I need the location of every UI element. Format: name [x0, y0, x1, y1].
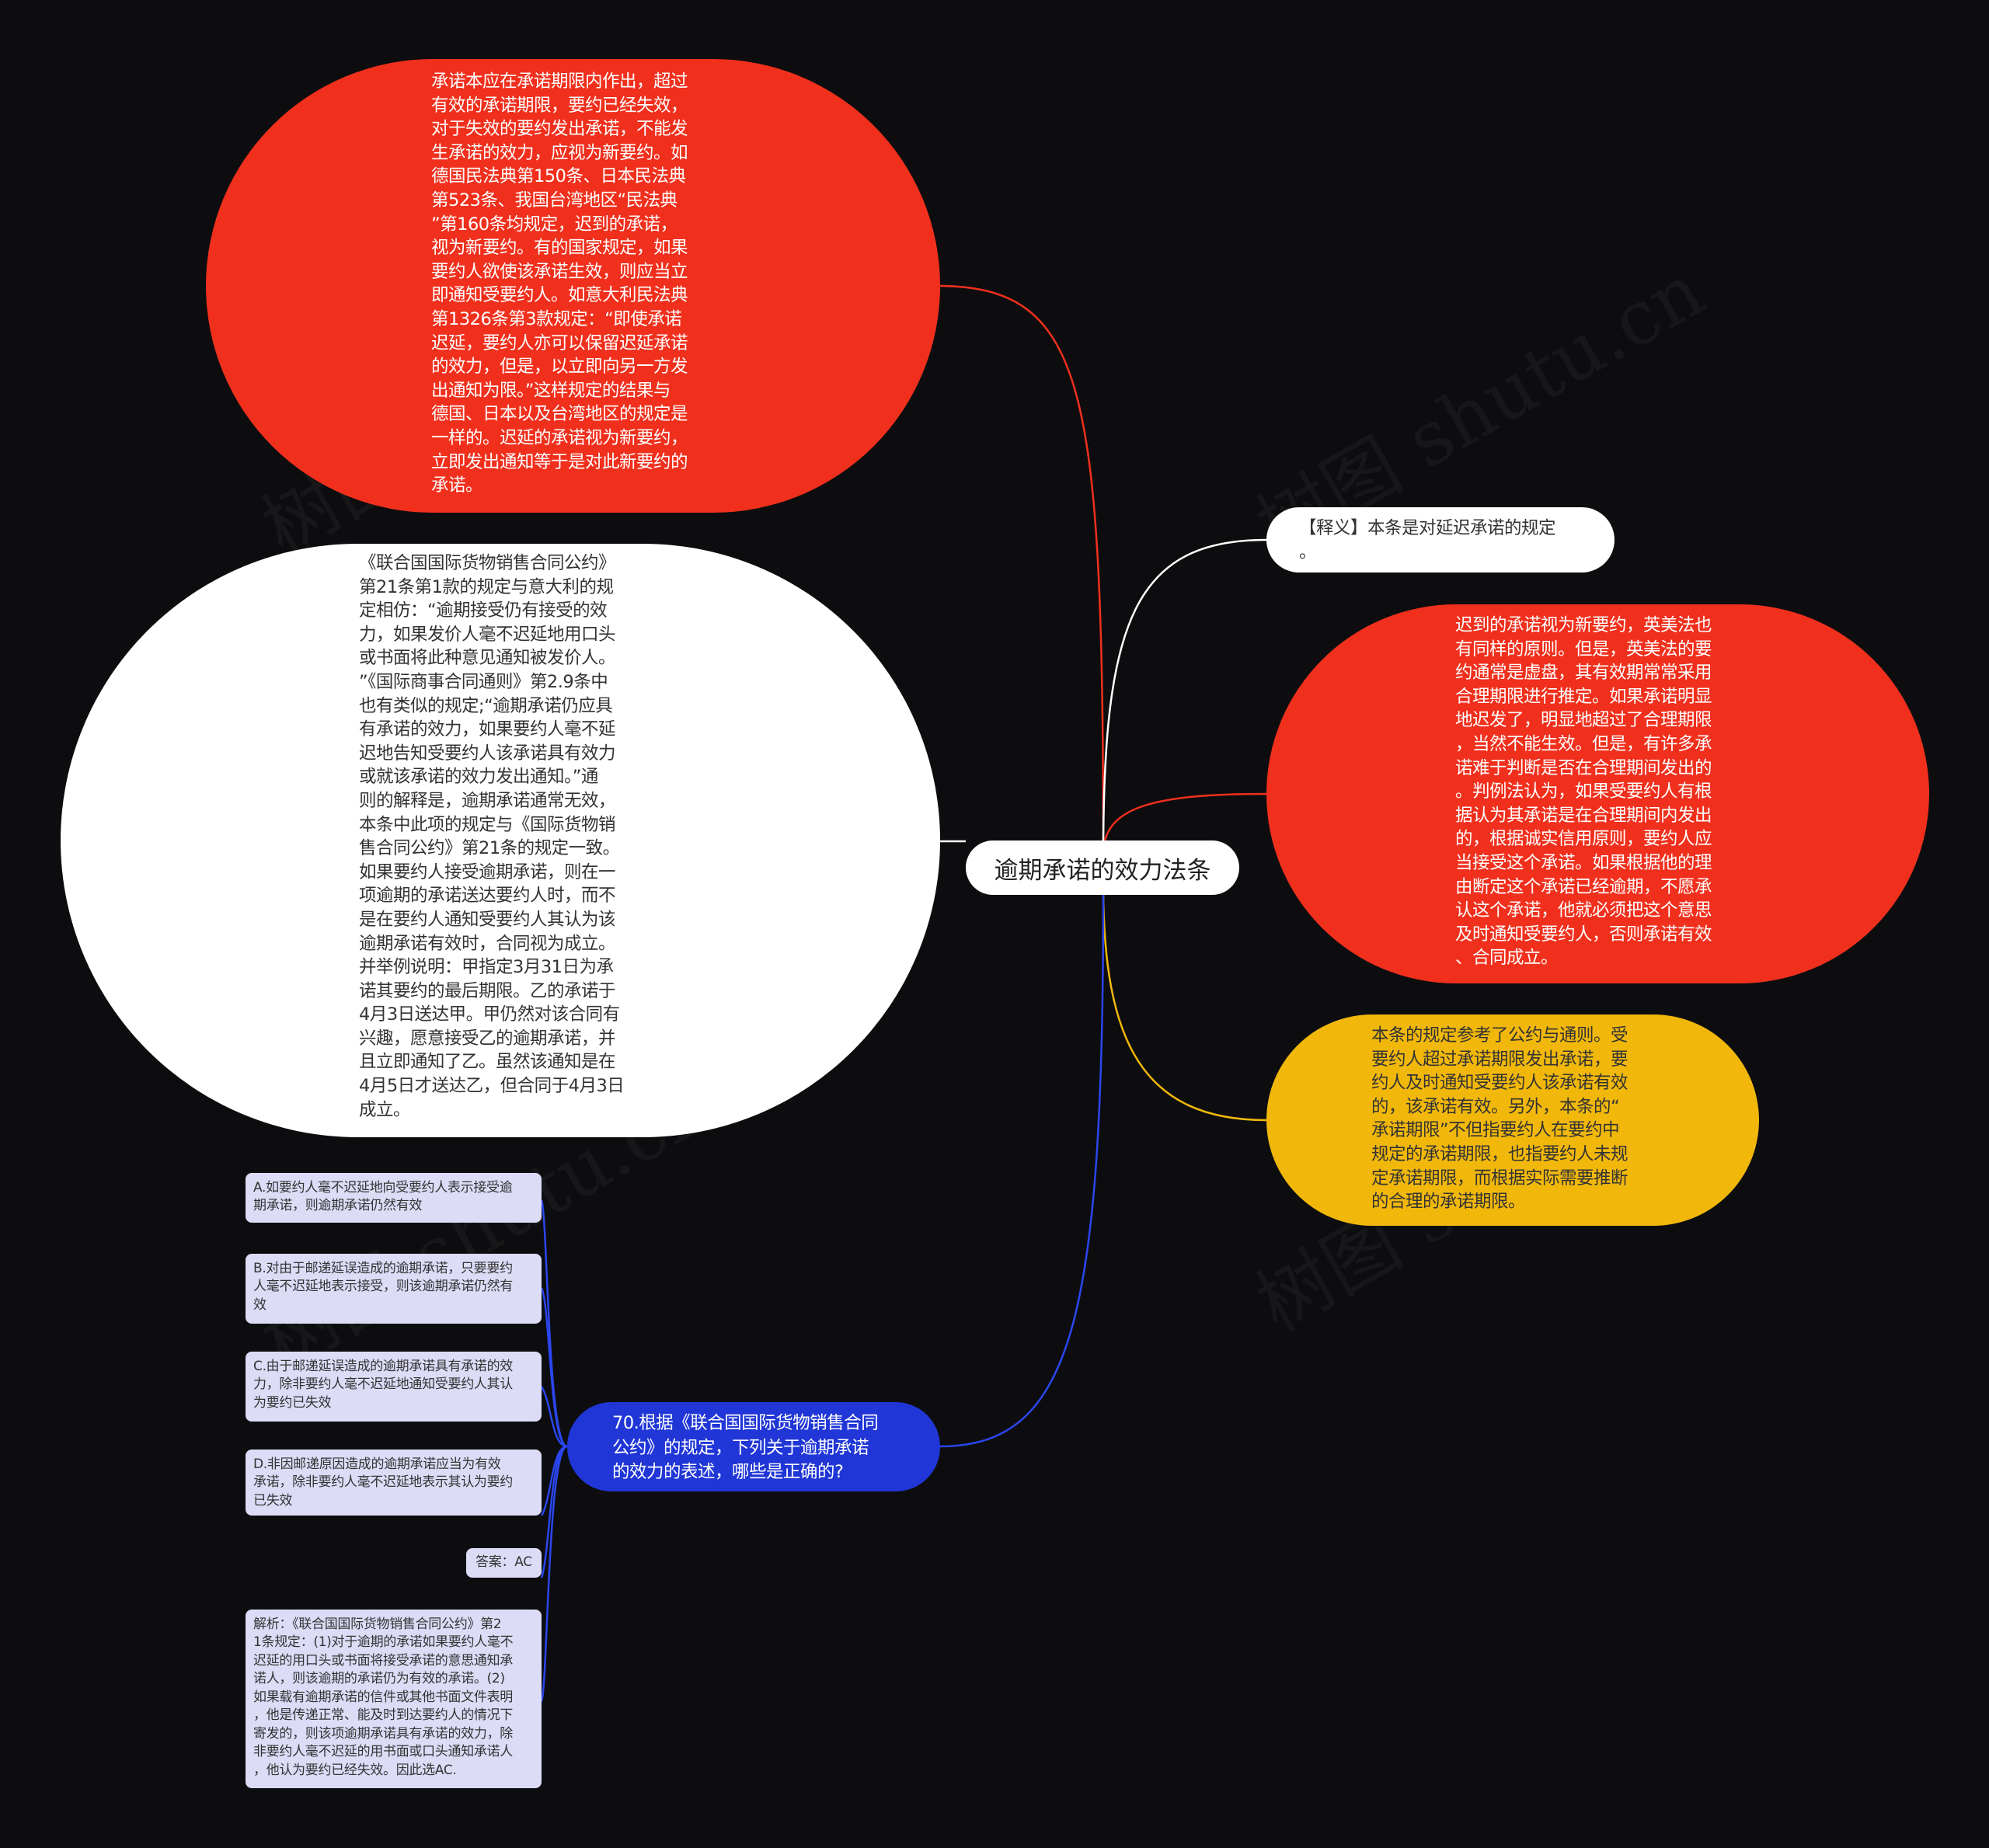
link-center-red-right — [1102, 792, 1267, 855]
red-right-node[interactable]: 迟到的承诺视为新要约，英美法也 有同样的原则。但是，英美法的要 约通常是虚盘，其… — [1266, 604, 1929, 983]
link-center-question — [939, 893, 1105, 1448]
link-center-yellow-right — [1102, 885, 1267, 1122]
white-right-text: 【释义】本条是对延迟承诺的规定 。 — [1299, 518, 1556, 562]
center-node[interactable]: 逾期承诺的效力法条 — [966, 840, 1239, 895]
link-center-red-top — [939, 284, 1105, 868]
white-left-text: 《联合国国际货物销售合同公约》 第21条第1款的规定与意大利的规 定相仿：“逾期… — [359, 553, 625, 1120]
option-b[interactable]: B.对由于邮递延误造成的逾期承诺，只要要约 人毫不迟延地表示接受，则该逾期承诺仍… — [246, 1254, 542, 1324]
option-a[interactable]: A.如要约人毫不迟延地向受要约人表示接受逾 期承诺，则逾期承诺仍然有效 — [246, 1173, 542, 1223]
white-right-node[interactable]: 【释义】本条是对延迟承诺的规定 。 — [1266, 507, 1615, 572]
question-node[interactable]: 70.根据《联合国国际货物销售合同 公约》的规定，下列关于逾期承诺 的效力的表述… — [567, 1402, 940, 1491]
white-left-node[interactable]: 《联合国国际货物销售合同公约》 第21条第1款的规定与意大利的规 定相仿：“逾期… — [61, 544, 940, 1137]
red-top-node[interactable]: 承诺本应在承诺期限内作出，超过 有效的承诺期限，要约已经失效， 对于失效的要约发… — [206, 59, 940, 513]
red-top-text: 承诺本应在承诺期限内作出，超过 有效的承诺期限，要约已经失效， 对于失效的要约发… — [431, 71, 688, 496]
option-c[interactable]: C.由于邮递延误造成的逾期承诺具有承诺的效 力，除非要约人毫不迟延地通知受要约人… — [246, 1352, 542, 1422]
explanation[interactable]: 解析：《联合国国际货物销售合同公约》第2 1条规定：(1)对于逾期的承诺如果要约… — [246, 1610, 542, 1788]
link-question-explanation — [540, 1445, 568, 1702]
link-question-option-c — [540, 1386, 568, 1448]
answer-badge[interactable]: 答案：AC — [466, 1548, 542, 1578]
red-right-text: 迟到的承诺视为新要约，英美法也 有同样的原则。但是，英美法的要 约通常是虚盘，其… — [1455, 615, 1712, 969]
yellow-right-node[interactable]: 本条的规定参考了公约与通则。受 要约人超过承诺期限发出承诺，要 约人及时通知受要… — [1266, 1014, 1759, 1226]
link-center-white-right — [1102, 538, 1267, 855]
yellow-right-text: 本条的规定参考了公约与通则。受 要约人超过承诺期限发出承诺，要 约人及时通知受要… — [1371, 1025, 1628, 1213]
option-d[interactable]: D.非因邮递原因造成的逾期承诺应当为有效 承诺，除非要约人毫不迟延地表示其认为要… — [246, 1450, 542, 1516]
link-question-answer — [540, 1445, 568, 1578]
question-text: 70.根据《联合国国际货物销售合同 公约》的规定，下列关于逾期承诺 的效力的表述… — [612, 1413, 879, 1482]
link-question-option-b — [540, 1287, 568, 1448]
